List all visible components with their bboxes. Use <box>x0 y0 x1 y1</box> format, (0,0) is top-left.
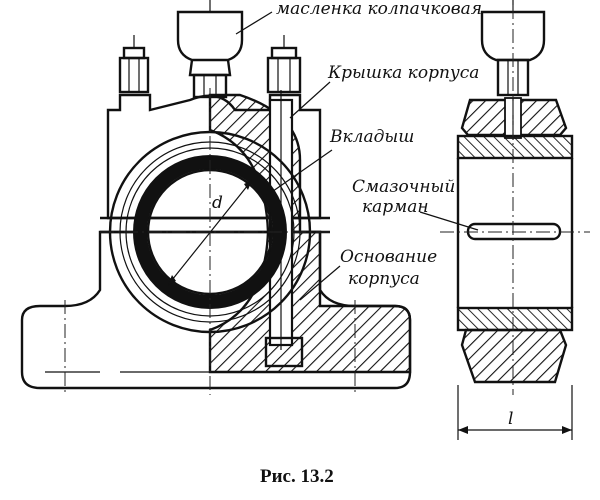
diameter-d-label: d <box>212 193 223 213</box>
cover-label: Крышка корпуса <box>327 63 479 83</box>
front-view: d <box>20 0 412 395</box>
labels: масленка колпачковая Крышка корпуса Вкла… <box>235 0 482 301</box>
base-label-line1: Основание <box>340 247 437 267</box>
length-l-label: l <box>508 409 513 429</box>
figure-caption: Рис. 13.2 <box>260 466 334 487</box>
oil-cup <box>176 0 244 99</box>
liner-label: Вкладыш <box>329 127 414 147</box>
lube-pocket-label-line1: Смазочный <box>352 177 455 197</box>
lube-pocket-label-line2: карман <box>362 197 429 217</box>
oil-cup-label: масленка колпачковая <box>276 0 482 19</box>
side-view: l <box>440 0 590 440</box>
base-label-line2: корпуса <box>348 269 420 289</box>
